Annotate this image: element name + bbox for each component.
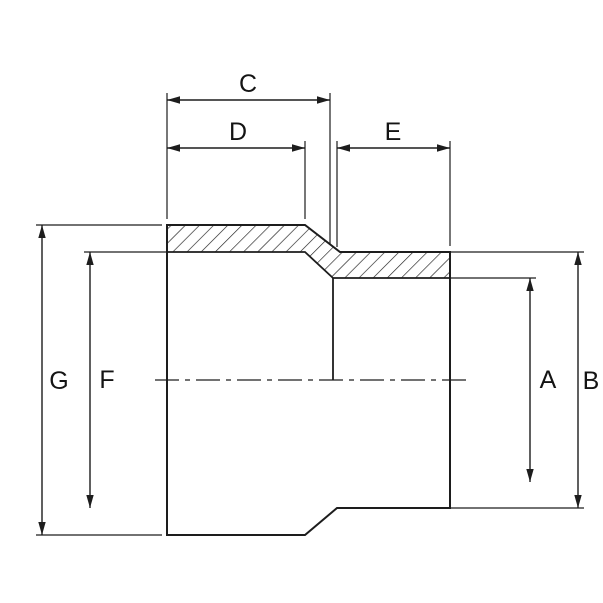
extension-lines (36, 93, 584, 536)
dimension-label-e: E (385, 118, 402, 146)
dimension-b: B (574, 252, 600, 508)
dimension-e: E (337, 118, 450, 152)
dimension-label-a: A (540, 366, 557, 394)
dimension-label-g: G (49, 367, 68, 395)
section-hatching (167, 225, 450, 278)
dimension-a: A (526, 278, 557, 482)
dimension-label-f: F (99, 366, 114, 394)
dimension-label-c: C (239, 70, 257, 98)
dimension-d: D (167, 118, 305, 152)
inner-bore-profile (167, 251, 450, 279)
dimension-g: G (38, 225, 69, 535)
dimension-label-d: D (229, 118, 247, 146)
dimension-c: C (167, 70, 330, 104)
dimension-label-b: B (583, 367, 600, 395)
dimension-f: F (86, 252, 115, 508)
